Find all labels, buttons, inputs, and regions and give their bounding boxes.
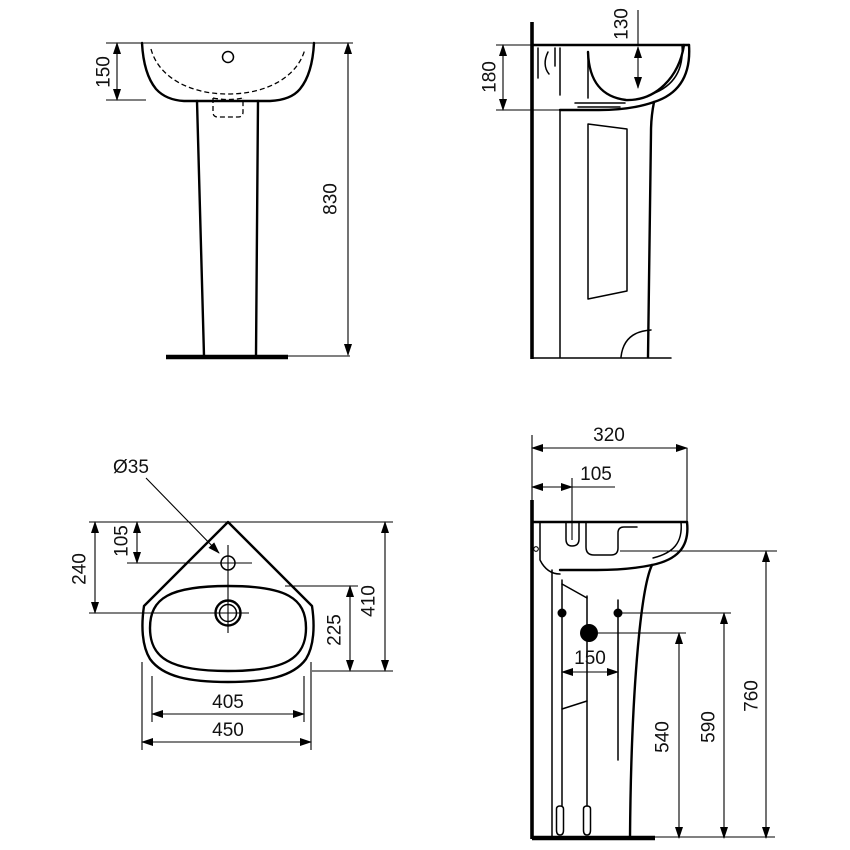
back-fixing-detail	[539, 521, 561, 575]
waste-outlet-point	[580, 624, 598, 642]
pedestal-back-panel	[587, 123, 628, 300]
wall-fixing-hole-right	[613, 608, 623, 618]
dim-label-bowl-depth: 225	[325, 614, 346, 646]
dim-label-drain-offset: 240	[70, 553, 91, 585]
overflow-channel-detail	[544, 47, 556, 75]
dim-label-overall-depth: 320	[593, 425, 625, 446]
front-view: 150 830	[94, 41, 353, 360]
dim-label-bowl-width: 405	[212, 692, 244, 713]
pedestal-front-edge	[646, 100, 656, 359]
dim-label-tap-offset: 105	[112, 525, 133, 557]
wall-hole-marker	[533, 546, 539, 552]
dim-label-basin-height: 150	[94, 56, 115, 88]
pedestal-foot-slots	[555, 805, 592, 836]
basin-outline	[140, 41, 316, 103]
tap-hole-section	[565, 521, 580, 547]
bowl-hidden-edge	[150, 48, 306, 95]
dim-label-rim-underside-height: 760	[742, 680, 763, 712]
bowl-profile	[586, 43, 686, 102]
pedestal-panel-edges	[561, 583, 588, 710]
leader-line-tap-hole	[145, 477, 220, 554]
side-section-view: 130 180	[480, 8, 691, 359]
dim-label-overall-height: 830	[321, 183, 342, 215]
dim-label-overall-width: 450	[212, 720, 244, 741]
dim-label-overall-depth: 410	[359, 585, 380, 617]
overflow-hole	[221, 50, 235, 64]
dim-label-tap-from-wall: 105	[580, 464, 612, 485]
pedestal-front-edge	[628, 563, 654, 840]
ext-lines-overall-width	[141, 662, 312, 750]
pedestal-outline	[195, 99, 260, 358]
drain-hidden-outline	[212, 97, 244, 118]
bowl-outline	[148, 584, 308, 673]
installation-side-view: 320 105 150 540 590 760	[530, 425, 777, 841]
rim-inner-edge	[652, 521, 682, 559]
plan-view: 240 105 410 225 Ø35 405 450	[70, 457, 393, 750]
overflow-channel-section	[585, 521, 638, 556]
dim-label-rim-to-underside: 180	[480, 61, 501, 93]
dim-label-trap-height: 540	[653, 721, 674, 753]
corner-basin-outline	[141, 520, 315, 684]
dim-label-bowl-depth: 130	[612, 8, 633, 40]
drain-flange-detail	[559, 47, 626, 108]
dim-label-tap-hole-diameter: Ø35	[113, 457, 149, 478]
dim-label-fixing-height: 590	[699, 711, 720, 743]
pedestal-foot-arc	[620, 329, 652, 358]
wall-fixing-hole-left	[557, 608, 567, 618]
dim-label-fixing-spacing: 150	[574, 648, 606, 669]
